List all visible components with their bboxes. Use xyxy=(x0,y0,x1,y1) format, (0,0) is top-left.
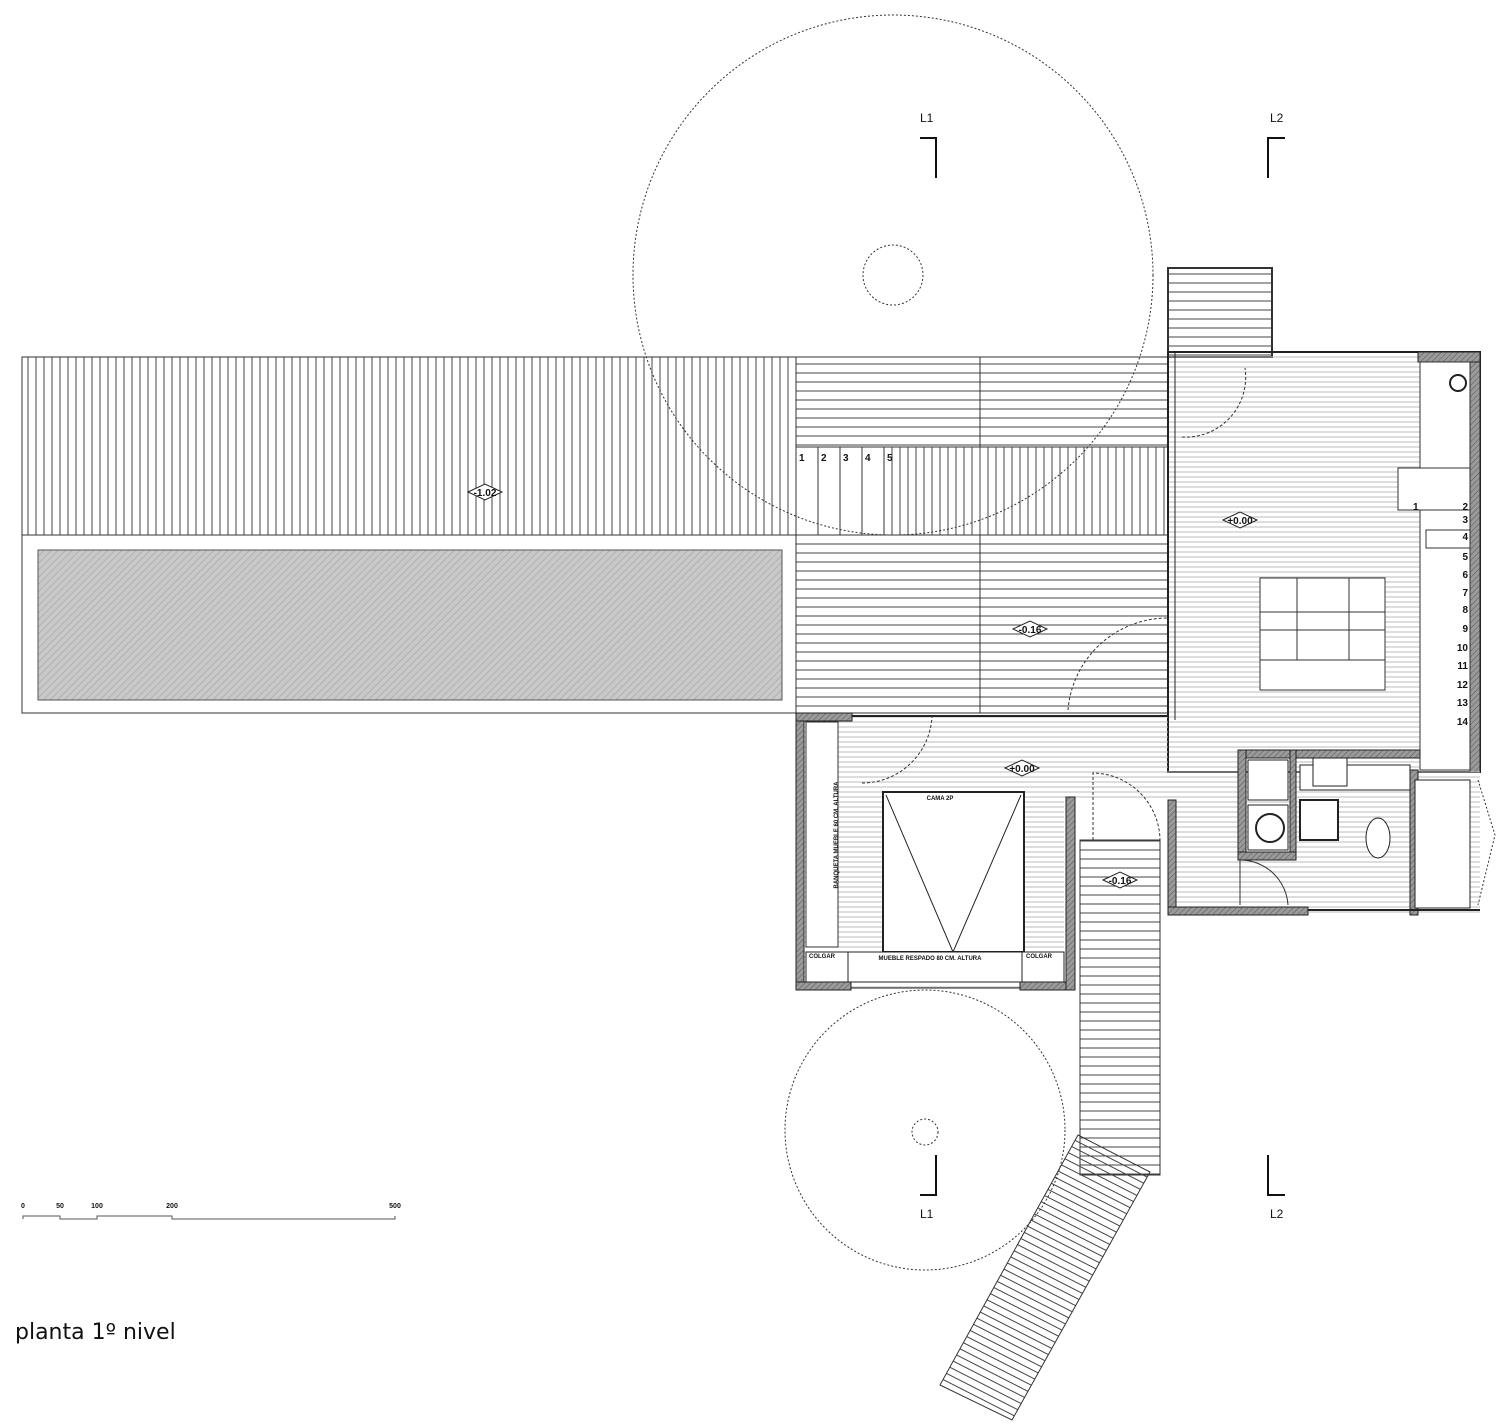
closet-label: COLGAR xyxy=(1026,954,1053,960)
scale-label: 50 xyxy=(56,1203,64,1210)
bench-label: BANQUETA MUEBLE 60 CM. ALTURA xyxy=(834,781,840,889)
section-marker-l2-top xyxy=(1267,137,1285,178)
level-label: +0.00 xyxy=(1009,764,1035,775)
toilet-icon xyxy=(1365,817,1391,859)
section-label: L2 xyxy=(1270,111,1284,125)
stair-number: 3 xyxy=(1462,515,1468,526)
stair-number: 14 xyxy=(1457,717,1469,728)
step-number: 1 xyxy=(799,453,805,464)
tree-large xyxy=(632,14,1154,536)
stair-number: 13 xyxy=(1457,698,1469,709)
level-label: -0.16 xyxy=(1019,625,1042,636)
section-label: L2 xyxy=(1270,1207,1284,1221)
bed xyxy=(882,791,1025,953)
step-number: 2 xyxy=(821,453,827,464)
stair-number: 7 xyxy=(1462,588,1468,599)
bathtub xyxy=(1414,779,1471,909)
scale-label: 100 xyxy=(91,1203,103,1210)
stair-number: 9 xyxy=(1462,624,1468,635)
scale-bar xyxy=(22,1215,396,1220)
stair-number: 6 xyxy=(1462,570,1468,581)
stair-number: 8 xyxy=(1462,605,1468,616)
dining-table xyxy=(1259,577,1386,691)
bathroom xyxy=(1167,749,1496,916)
section-marker-l1-bottom xyxy=(920,1155,937,1196)
pool-terrace xyxy=(21,356,797,714)
section-label: L1 xyxy=(920,111,934,125)
stair-number: 1 xyxy=(1413,502,1419,513)
closet-label: COLGAR xyxy=(809,954,836,960)
stair-number: 4 xyxy=(1462,532,1468,543)
bed-label: CAMA 2P xyxy=(927,796,954,802)
deck xyxy=(795,267,1273,714)
living-room xyxy=(1067,351,1481,773)
ramp xyxy=(939,1134,1151,1421)
step-number: 4 xyxy=(865,453,871,464)
walkway xyxy=(1079,839,1161,1176)
stair-number: 11 xyxy=(1457,661,1468,672)
level-label: -0.16 xyxy=(1109,876,1132,887)
stair-number: 12 xyxy=(1457,680,1469,691)
pool xyxy=(37,549,783,701)
step-number: 3 xyxy=(843,453,849,464)
stair-number: 5 xyxy=(1462,552,1468,563)
headboard-label: MUEBLE RESPADO 80 CM. ALTURA xyxy=(879,956,983,962)
level-label: +0.00 xyxy=(1227,516,1253,527)
plan-title: planta 1º nivel xyxy=(15,1320,176,1345)
stove-icon xyxy=(1449,374,1467,392)
level-label: -1.02 xyxy=(474,488,497,499)
stair-number: 10 xyxy=(1457,643,1469,654)
scale-label: 200 xyxy=(166,1203,178,1210)
stair-number: 2 xyxy=(1462,502,1468,513)
section-marker-l2-bottom xyxy=(1267,1155,1285,1196)
scale-label: 0 xyxy=(21,1203,25,1210)
tree-small xyxy=(784,989,1066,1271)
scale-label: 500 xyxy=(389,1203,401,1210)
step-number: 5 xyxy=(887,453,893,464)
section-label: L1 xyxy=(920,1207,934,1221)
section-marker-l1-top xyxy=(920,137,937,178)
